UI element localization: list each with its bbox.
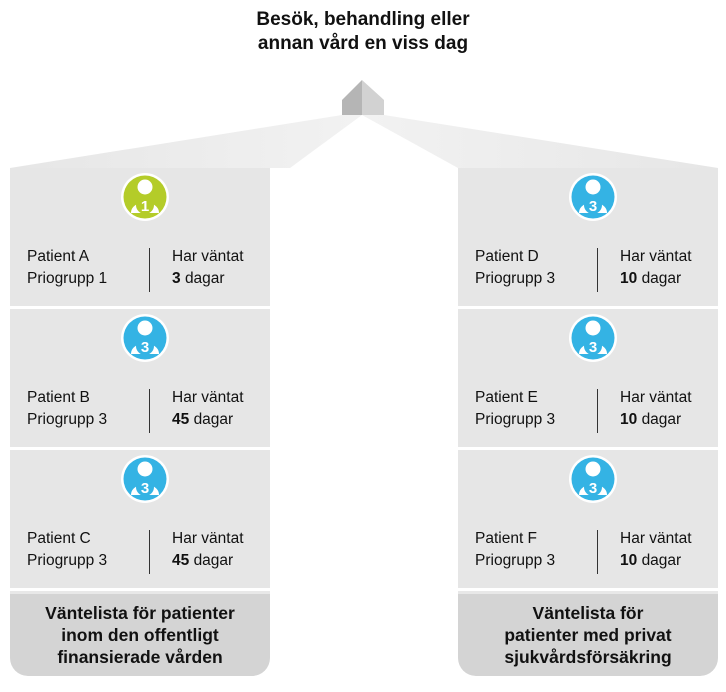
priority-badge-text: 3 xyxy=(589,198,597,215)
beam-left xyxy=(10,115,362,168)
wait-label: Har väntat xyxy=(172,248,244,265)
beam-right xyxy=(362,115,718,168)
wait-label: Har väntat xyxy=(620,389,692,406)
divider xyxy=(149,530,150,574)
patient-name: Patient D xyxy=(475,248,539,265)
patient-card-e: 3 Patient E Priogrupp 3 Har väntat 10 da… xyxy=(458,309,718,450)
wait-days-unit: dagar xyxy=(184,270,225,287)
title-line-1: Besök, behandling eller xyxy=(256,9,470,30)
patient-identity: Patient B Priogrupp 3 xyxy=(27,387,107,431)
wait-label: Har väntat xyxy=(172,389,244,406)
diagram-title: Besök, behandling eller annan vård en vi… xyxy=(163,8,563,56)
wait-days-unit: dagar xyxy=(193,552,234,569)
divider xyxy=(597,389,598,433)
priority-badge-text: 3 xyxy=(141,480,149,497)
patient-avatar-icon: 1 xyxy=(120,172,170,222)
divider xyxy=(597,248,598,292)
wait-days-value: 45 xyxy=(172,411,190,428)
waitlist-label-private: Väntelista för patienter med privat sjuk… xyxy=(458,594,718,676)
footer-line-2: inom den offentligt xyxy=(61,625,219,645)
patient-identity: Patient D Priogrupp 3 xyxy=(475,246,555,290)
wait-label: Har väntat xyxy=(620,530,692,547)
wait-days-value: 10 xyxy=(620,552,638,569)
wait-days: 10 dagar xyxy=(620,409,692,431)
patient-wait: Har väntat 45 dagar xyxy=(172,387,244,431)
patient-avatar-icon: 3 xyxy=(568,313,618,363)
waitlist-public: 1 Patient A Priogrupp 1 Har väntat 3 dag… xyxy=(10,168,270,676)
waitlist-private-insurance: 3 Patient D Priogrupp 3 Har väntat 10 da… xyxy=(458,168,718,676)
divider xyxy=(149,248,150,292)
patient-priority-group: Priogrupp 3 xyxy=(27,411,108,428)
patient-card-b: 3 Patient B Priogrupp 3 Har väntat 45 da… xyxy=(10,309,270,450)
footer-line-2: patienter med privat xyxy=(504,625,672,645)
patient-card-d: 3 Patient D Priogrupp 3 Har väntat 10 da… xyxy=(458,168,718,309)
title-line-2: annan vård en viss dag xyxy=(257,33,469,54)
patient-card-a: 1 Patient A Priogrupp 1 Har väntat 3 dag… xyxy=(10,168,270,309)
patient-identity: Patient A Priogrupp 1 xyxy=(27,246,107,290)
patient-priority-group: Priogrupp 3 xyxy=(475,552,556,569)
patient-name: Patient B xyxy=(27,389,90,406)
peak-left-face xyxy=(342,80,362,115)
patient-name: Patient F xyxy=(475,530,538,547)
patient-wait: Har väntat 45 dagar xyxy=(172,528,244,572)
patient-avatar-icon: 3 xyxy=(120,454,170,504)
priority-badge-text: 3 xyxy=(141,339,149,356)
priority-badge-text: 3 xyxy=(589,480,597,497)
patient-wait: Har väntat 10 dagar xyxy=(620,387,692,431)
patient-identity: Patient F Priogrupp 3 xyxy=(475,528,555,572)
wait-days: 10 dagar xyxy=(620,268,692,290)
priority-badge-text: 1 xyxy=(141,198,149,215)
footer-line-1: Väntelista för patienter xyxy=(45,603,235,623)
footer-line-3: sjukvårdsförsäkring xyxy=(504,647,672,667)
peak-right-face xyxy=(362,80,384,115)
wait-days-value: 10 xyxy=(620,411,638,428)
patient-avatar-icon: 3 xyxy=(120,313,170,363)
wait-days: 45 dagar xyxy=(172,409,244,431)
wait-days: 10 dagar xyxy=(620,550,692,572)
patient-wait: Har väntat 3 dagar xyxy=(172,246,244,290)
wait-days: 45 dagar xyxy=(172,550,244,572)
patient-avatar-icon: 3 xyxy=(568,172,618,222)
priority-badge-text: 3 xyxy=(589,339,597,356)
patient-card-c: 3 Patient C Priogrupp 3 Har väntat 45 da… xyxy=(10,450,270,591)
wait-days-unit: dagar xyxy=(641,552,682,569)
wait-days-value: 45 xyxy=(172,552,190,569)
patient-name: Patient A xyxy=(27,248,90,265)
wait-days: 3 dagar xyxy=(172,268,244,290)
patient-priority-group: Priogrupp 1 xyxy=(27,270,108,287)
wait-label: Har väntat xyxy=(620,248,692,265)
wait-days-value: 3 xyxy=(172,270,181,287)
wait-days-unit: dagar xyxy=(641,270,682,287)
footer-line-1: Väntelista för xyxy=(532,603,644,623)
patient-identity: Patient E Priogrupp 3 xyxy=(475,387,555,431)
wait-days-unit: dagar xyxy=(641,411,682,428)
patient-avatar-icon: 3 xyxy=(568,454,618,504)
divider xyxy=(149,389,150,433)
wait-label: Har väntat xyxy=(172,530,244,547)
footer-line-3: finansierade vården xyxy=(57,647,223,667)
patient-identity: Patient C Priogrupp 3 xyxy=(27,528,107,572)
patient-priority-group: Priogrupp 3 xyxy=(475,411,556,428)
divider xyxy=(597,530,598,574)
patient-priority-group: Priogrupp 3 xyxy=(27,552,108,569)
wait-days-unit: dagar xyxy=(193,411,234,428)
patient-name: Patient E xyxy=(475,389,538,406)
patient-name: Patient C xyxy=(27,530,91,547)
patient-wait: Har väntat 10 dagar xyxy=(620,528,692,572)
waitlist-label-public: Väntelista för patienter inom den offent… xyxy=(10,594,270,676)
patient-priority-group: Priogrupp 3 xyxy=(475,270,556,287)
wait-days-value: 10 xyxy=(620,270,638,287)
patient-card-f: 3 Patient F Priogrupp 3 Har väntat 10 da… xyxy=(458,450,718,591)
patient-wait: Har väntat 10 dagar xyxy=(620,246,692,290)
